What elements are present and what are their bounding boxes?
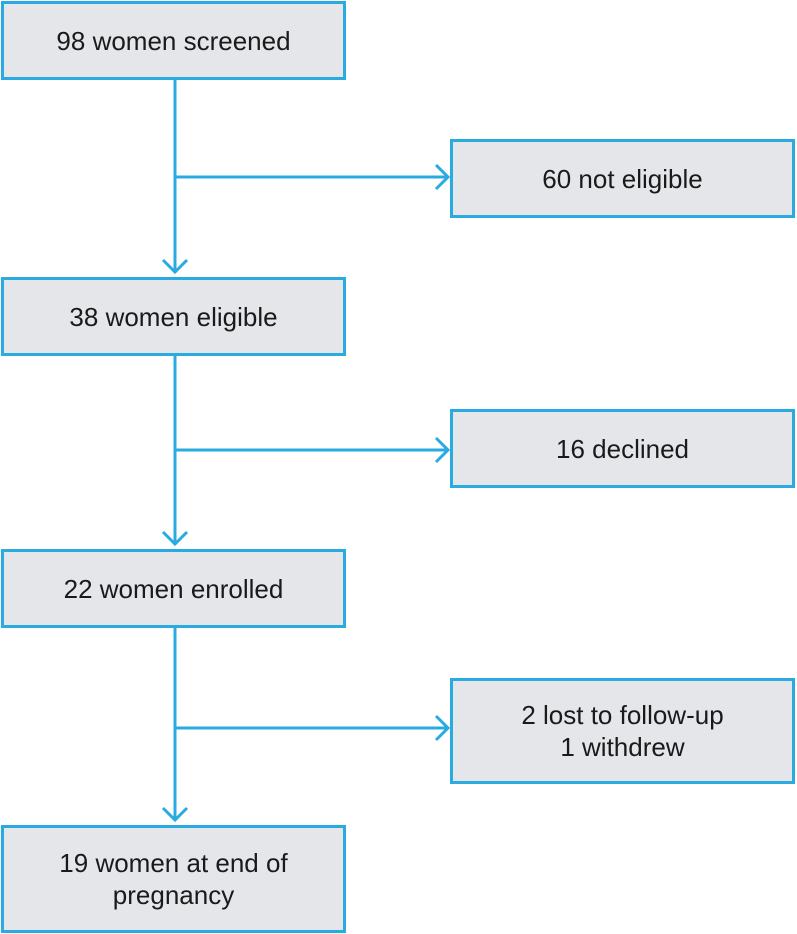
box-declined: 16 declined: [450, 409, 795, 488]
box-women-eligible: 38 women eligible: [1, 277, 346, 356]
arrowhead-eligible: [161, 258, 189, 275]
box-not-eligible-label: 60 not eligible: [542, 163, 703, 194]
box-lost-line-2: 1 withdrew: [560, 732, 685, 762]
arrowhead-lost: [434, 714, 451, 742]
box-end-lines: 19 women at end of pregnancy: [59, 847, 287, 911]
box-women-enrolled: 22 women enrolled: [1, 549, 346, 628]
box-lost-withdrew-lines: 2 lost to follow-up 1 withdrew: [521, 699, 723, 763]
box-women-screened-label: 98 women screened: [56, 25, 291, 56]
box-not-eligible: 60 not eligible: [450, 139, 795, 218]
box-women-eligible-label: 38 women eligible: [69, 301, 278, 332]
box-lost-line-1: 2 lost to follow-up: [521, 700, 724, 730]
box-end-line-1: 19 women at end of: [59, 848, 288, 878]
box-lost-withdrew: 2 lost to follow-up 1 withdrew: [450, 678, 795, 784]
box-women-screened: 98 women screened: [1, 1, 346, 80]
arrowhead-declined: [434, 436, 451, 464]
arrowhead-not-eligible: [434, 163, 451, 191]
box-declined-label: 16 declined: [556, 433, 689, 464]
arrowhead-end: [161, 806, 189, 823]
box-women-enrolled-label: 22 women enrolled: [63, 573, 284, 604]
arrowhead-enrolled: [161, 530, 189, 547]
box-end-line-2: pregnancy: [112, 880, 235, 910]
box-women-end-of-pregnancy: 19 women at end of pregnancy: [1, 825, 346, 933]
